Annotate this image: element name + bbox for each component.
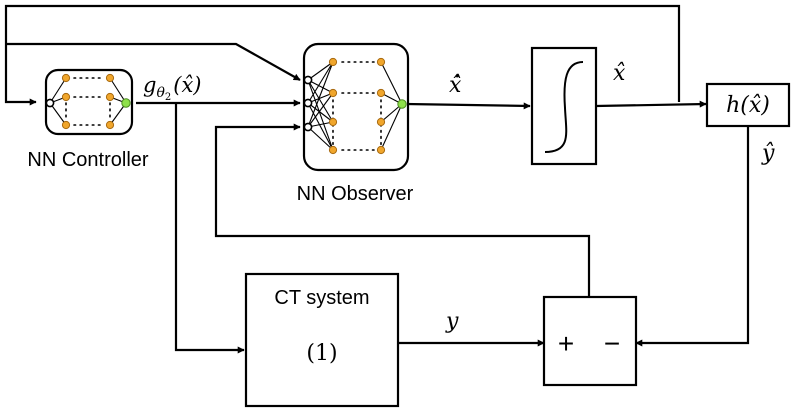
connection-line: [307, 126, 334, 151]
nn-controller-label: NN Controller: [27, 149, 148, 171]
wire-integrator-to-h: [595, 100, 707, 108]
hidden-neuron: [328, 117, 338, 127]
output-map-block: [705, 82, 791, 128]
connection-line: [49, 77, 67, 104]
wire-xhat-to-observer: [6, 42, 301, 81]
measured-output-label: y: [445, 309, 459, 334]
hidden-neuron: [61, 92, 71, 102]
hidden-neuron: [328, 145, 338, 155]
nn-controller-block: [44, 68, 134, 136]
nn-observer-label: NN Observer: [297, 183, 414, 205]
integrator-output-label: x̂: [613, 61, 626, 86]
wire-error-to-observer: [214, 123, 591, 297]
hidden-neuron: [376, 88, 386, 98]
connection-line: [307, 79, 334, 151]
nn-controller-network-icon: [45, 73, 131, 130]
s-curve-integrator-icon: [544, 61, 584, 153]
output-neuron: [397, 99, 407, 109]
estimated-output-label: ŷ: [761, 141, 775, 166]
hidden-neuron: [105, 73, 115, 83]
connection-line: [307, 102, 334, 123]
wire-h-to-sum: [635, 126, 750, 347]
hidden-neuron: [105, 120, 115, 130]
hidden-neuron: [328, 57, 338, 67]
connection-line: [307, 92, 334, 128]
input-node: [45, 98, 55, 108]
connection-line: [307, 61, 334, 128]
connection-line: [307, 79, 334, 94]
plus-sign: +: [558, 328, 574, 359]
connection-line: [380, 61, 403, 105]
hidden-neuron: [376, 145, 386, 155]
connection-line: [307, 102, 334, 151]
minus-sign: −: [604, 328, 620, 359]
ct-system-ref-label: (1): [306, 341, 337, 366]
controller-output-label: gθ2(x̂): [143, 73, 202, 103]
connection-line: [380, 103, 403, 151]
hidden-neuron: [105, 92, 115, 102]
summing-junction-block: [542, 295, 638, 387]
hidden-neuron: [328, 88, 338, 98]
wire-observer-to-integrator: [405, 102, 531, 110]
observer-output-label: x̂̇: [449, 73, 462, 98]
wire-controller-to-ct: [174, 103, 245, 354]
hidden-neuron: [61, 120, 71, 130]
input-node: [303, 98, 313, 108]
connection-line: [307, 61, 334, 81]
nn-observer-network-icon: [303, 57, 407, 155]
hidden-neuron: [376, 117, 386, 127]
ct-system-label: CT system: [274, 287, 369, 309]
output-map-label: h(x̂): [726, 93, 770, 118]
connection-line: [49, 102, 67, 126]
input-node: [303, 75, 313, 85]
output-neuron: [121, 98, 131, 108]
ct-system-block: [244, 272, 400, 408]
connection-line: [109, 77, 127, 104]
hidden-neuron: [376, 57, 386, 67]
nn-observer-block: [302, 42, 410, 172]
wire-xhat-to-controller: [4, 4, 681, 106]
hidden-neuron: [61, 73, 71, 83]
connection-line: [307, 79, 334, 123]
connection-line: [307, 61, 334, 104]
connection-line: [307, 92, 334, 104]
input-node: [303, 122, 313, 132]
